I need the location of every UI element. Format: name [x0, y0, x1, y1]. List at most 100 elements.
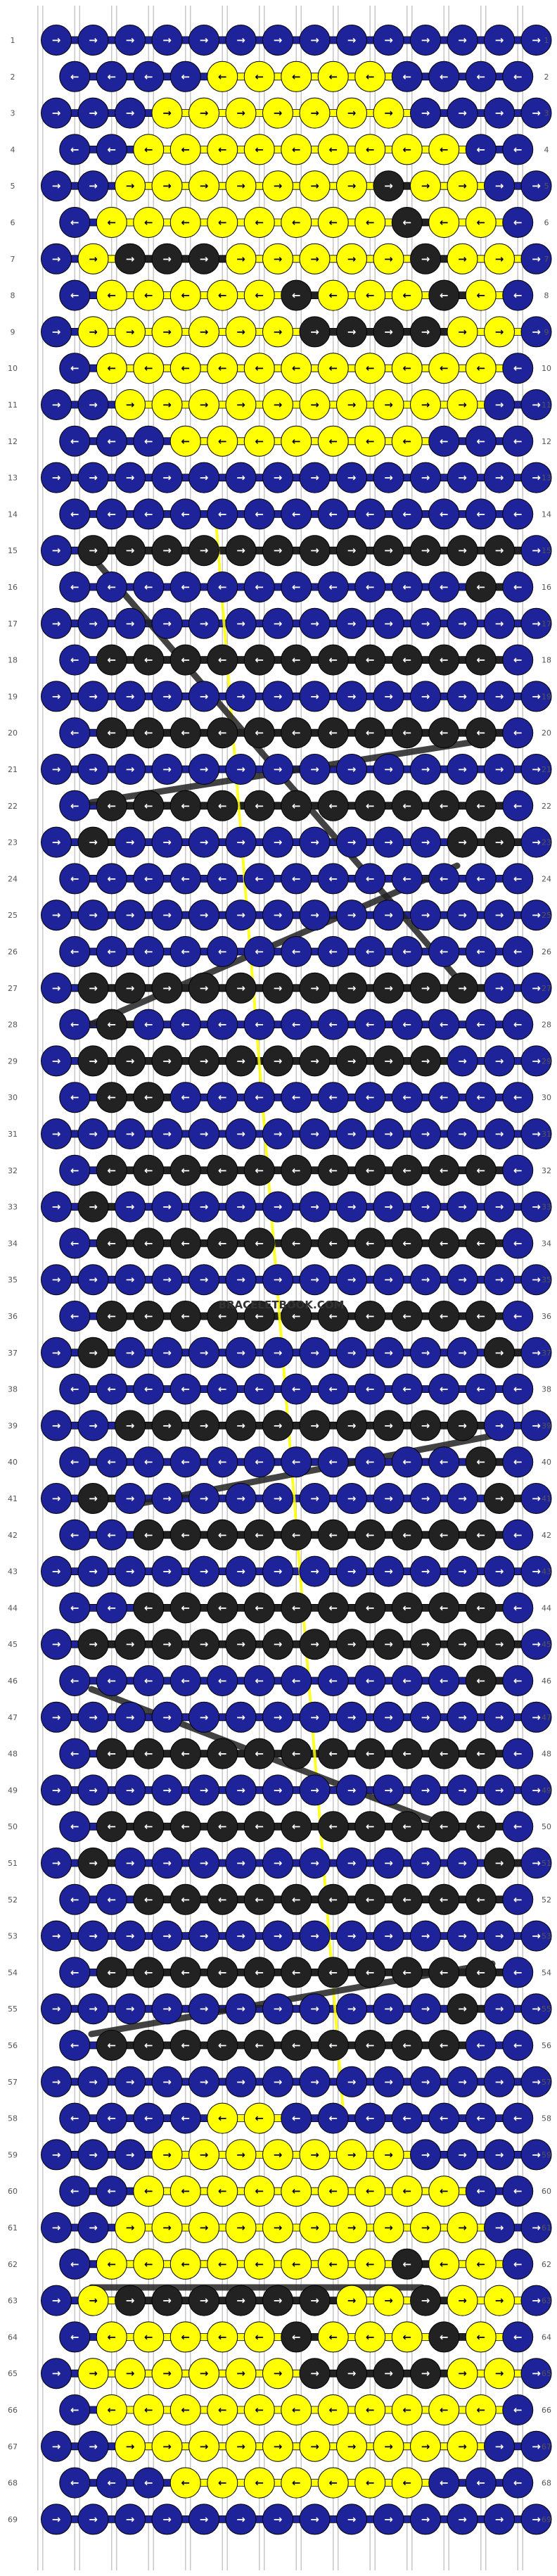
knot-direction-arrow: ←	[144, 70, 153, 83]
knot-direction-arrow: →	[532, 2294, 541, 2307]
knot-direction-arrow: →	[200, 1273, 209, 1286]
knot-direction-arrow: ←	[366, 945, 375, 958]
knot-direction-arrow: →	[384, 982, 393, 995]
knot-direction-arrow: ←	[513, 2477, 523, 2489]
knot-direction-arrow: ←	[366, 1748, 375, 1760]
knot-direction-arrow: ←	[70, 1601, 79, 1614]
knot-direction-arrow: →	[236, 107, 245, 120]
knot-direction-arrow: →	[421, 1273, 430, 1286]
knot-direction-arrow: →	[532, 1492, 541, 1505]
knot-direction-arrow: →	[495, 253, 504, 265]
knot-direction-arrow: →	[126, 982, 135, 995]
knot-direction-arrow: ←	[107, 1383, 116, 1396]
knot-direction-arrow: ←	[328, 2404, 338, 2416]
knot-direction-arrow: ←	[476, 289, 485, 302]
knot-direction-arrow: ←	[218, 1601, 227, 1614]
knot-direction-arrow: →	[236, 836, 245, 849]
knot-direction-arrow: ←	[292, 2330, 301, 2343]
knot-direction-arrow: ←	[255, 1164, 264, 1177]
knot-direction-arrow: ←	[513, 1164, 523, 1177]
knot-direction-arrow: ←	[218, 800, 227, 812]
knot-direction-arrow: ←	[366, 1091, 375, 1104]
knot-direction-arrow: ←	[476, 1529, 485, 1541]
knot-direction-arrow: →	[458, 107, 467, 120]
knot-direction-arrow: →	[89, 253, 98, 265]
knot-direction-arrow: →	[89, 1857, 98, 1869]
knot-direction-arrow: →	[421, 1930, 430, 1943]
knot-direction-arrow: →	[347, 2148, 357, 2161]
row-number-right: 64	[542, 2332, 551, 2342]
knot-direction-arrow: ←	[255, 70, 264, 83]
knot-direction-arrow: ←	[107, 1018, 116, 1031]
knot-direction-arrow: ←	[218, 1310, 227, 1322]
knot-direction-arrow: ←	[328, 1966, 338, 1978]
knot-direction-arrow: ←	[107, 2258, 116, 2271]
knot-direction-arrow: ←	[70, 143, 79, 156]
knot-direction-arrow: ←	[402, 2112, 411, 2125]
knot-direction-arrow: ←	[366, 2112, 375, 2125]
knot-direction-arrow: ←	[181, 1529, 190, 1541]
knot-direction-arrow: →	[236, 1711, 245, 1724]
knot-direction-arrow: →	[52, 617, 61, 630]
knot-direction-arrow: →	[347, 1273, 357, 1286]
knot-direction-arrow: →	[458, 544, 467, 557]
knot-direction-arrow: ←	[440, 70, 449, 83]
knot-direction-arrow: ←	[70, 70, 79, 83]
knot-direction-arrow: →	[310, 1273, 319, 1286]
knot-direction-arrow: →	[236, 1128, 245, 1140]
knot-direction-arrow: ←	[328, 2185, 338, 2197]
knot-direction-arrow: ←	[144, 2185, 153, 2197]
knot-direction-arrow: →	[236, 1419, 245, 1432]
knot-direction-arrow: →	[274, 2002, 283, 2015]
knot-direction-arrow: ←	[218, 362, 227, 374]
row-number-left: 45	[8, 1640, 18, 1649]
knot-direction-arrow: →	[310, 325, 319, 338]
knot-direction-arrow: ←	[70, 1456, 79, 1468]
knot-direction-arrow: →	[236, 472, 245, 484]
knot-direction-arrow: →	[532, 2221, 541, 2234]
knot-direction-arrow: ←	[255, 2258, 264, 2271]
knot-direction-arrow: ←	[366, 2039, 375, 2052]
knot-direction-arrow: →	[274, 544, 283, 557]
knot-direction-arrow: →	[458, 1128, 467, 1140]
knot-direction-arrow: →	[200, 1857, 209, 1869]
knot-direction-arrow: →	[532, 325, 541, 338]
row-number-right: 29	[542, 1056, 551, 1066]
knot-direction-arrow: →	[495, 2440, 504, 2453]
knot-direction-arrow: ←	[107, 2404, 116, 2416]
row-number-left: 48	[8, 1750, 18, 1759]
row-number-right: 27	[542, 984, 551, 993]
knot-direction-arrow: ←	[328, 1820, 338, 1833]
knot-direction-arrow: ←	[476, 1164, 485, 1177]
knot-direction-arrow: ←	[366, 1310, 375, 1322]
knot-direction-arrow: ←	[181, 362, 190, 374]
knot-direction-arrow: →	[310, 1638, 319, 1650]
knot-direction-arrow: ←	[402, 1820, 411, 1833]
knot-direction-arrow: →	[89, 1492, 98, 1505]
knot-direction-arrow: →	[52, 1930, 61, 1943]
knot-direction-arrow: ←	[513, 362, 523, 374]
knot-direction-arrow: →	[421, 982, 430, 995]
knot-direction-arrow: ←	[328, 2112, 338, 2125]
knot-direction-arrow: →	[495, 2076, 504, 2088]
row-number-left: 13	[8, 474, 18, 483]
row-number-right: 19	[542, 692, 551, 701]
knot-direction-arrow: ←	[402, 1893, 411, 1906]
knot-direction-arrow: →	[384, 34, 393, 46]
knot-direction-arrow: →	[89, 398, 98, 411]
knot-direction-arrow: →	[52, 836, 61, 849]
knot-direction-arrow: →	[347, 1638, 357, 1650]
knot-direction-arrow: ←	[328, 1748, 338, 1760]
knot-direction-arrow: ←	[181, 1091, 190, 1104]
knot-direction-arrow: →	[200, 544, 209, 557]
row-number-left: 42	[8, 1531, 18, 1540]
knot-direction-arrow: →	[126, 2221, 135, 2234]
knot-direction-arrow: ←	[513, 2404, 523, 2416]
knot-direction-arrow: →	[274, 2513, 283, 2525]
knot-direction-arrow: →	[126, 34, 135, 46]
knot-direction-arrow: →	[347, 909, 357, 921]
row-number-left: 49	[8, 1786, 18, 1795]
knot-direction-arrow: ←	[144, 726, 153, 739]
knot-direction-arrow: →	[162, 325, 172, 338]
